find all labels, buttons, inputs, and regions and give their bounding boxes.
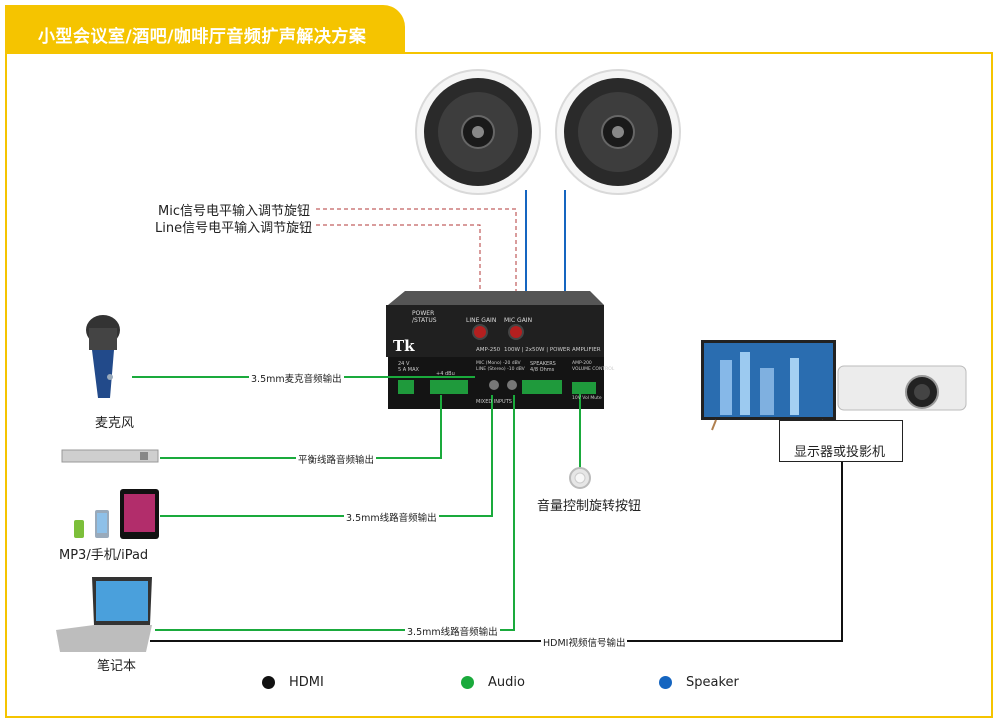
amplifier-unit [386, 291, 604, 409]
amp-model: AMP-250 [476, 347, 501, 353]
amp-vol-sub: 10V Vol Mute [572, 396, 602, 401]
legend-label-hdmi: HDMI [289, 675, 324, 690]
mic-knob-annotation: Mic信号电平输入调节旋钮 [158, 204, 310, 219]
display-icon [701, 340, 836, 431]
projector-icon [837, 365, 967, 411]
display-label: 显示器或投影机 [794, 445, 886, 460]
rack-unit-icon [61, 449, 159, 463]
volume-knob-icon [569, 467, 591, 489]
page-title: 小型会议室/酒吧/咖啡厅音频扩声解决方案 [38, 27, 367, 47]
title-tab: 小型会议室/酒吧/咖啡厅音频扩声解决方案 [5, 5, 405, 52]
mic-label: 麦克风 [95, 416, 135, 431]
legend-item-hdmi: HDMI [262, 675, 324, 690]
line-jack [507, 380, 517, 390]
amp-spec: 100W | 2x50W | POWER AMPLIFIER [504, 347, 601, 353]
hdmi-cable [150, 462, 843, 642]
mobile-devices-icon [74, 489, 159, 539]
annotation-leaders [316, 208, 517, 318]
dc-terminal [398, 380, 414, 394]
mic-cable-label: 3.5mm麦克音频输出 [249, 371, 344, 385]
legend-item-audio: Audio [461, 675, 525, 690]
amp-line-gain-label: LINE GAIN [466, 317, 497, 324]
display-label-box [779, 420, 903, 462]
line-cable-label-1: 3.5mm线路音频输出 [344, 510, 439, 524]
line-knob-annotation: Line信号电平输入调节旋钮 [155, 221, 313, 236]
ceiling-speaker-left [415, 69, 541, 195]
line-cable-label-2: 3.5mm线路音频输出 [405, 624, 500, 638]
amp-plus-dbu: +4 dBu [436, 371, 455, 377]
amp-power-label: POWER/STATUS [412, 310, 437, 324]
volume-knob-annotation: 音量控制旋转按钮 [537, 499, 642, 514]
mp3-label: MP3/手机/iPad [59, 548, 149, 563]
volume-terminal [572, 382, 596, 394]
line-gain-knob [472, 324, 488, 340]
microphone-icon [86, 315, 120, 398]
legend-label-audio: Audio [488, 675, 525, 690]
amp-mic-gain-label: MIC GAIN [504, 317, 533, 324]
amp-inputs-label: MIXED INPUTS [476, 399, 512, 405]
legend-dot-speaker [659, 676, 672, 689]
legend-item-speaker: Speaker [659, 675, 739, 690]
audio-cables [132, 376, 581, 631]
mic-jack [489, 380, 499, 390]
balanced-cable-label: 平衡线路音频输出 [296, 452, 377, 466]
laptop-label: 笔记本 [97, 659, 137, 674]
amp-mic-spec: MIC (Mono) -20 dBV [476, 361, 521, 366]
hdmi-cable-label: HDMI视频信号输出 [541, 635, 628, 649]
mic-gain-knob [508, 324, 524, 340]
balanced-terminal [430, 380, 468, 394]
speaker-terminal [522, 380, 562, 394]
amp-line-spec: LINE (Stereo) -10 dBV [476, 367, 525, 372]
ceiling-speaker-right [555, 69, 681, 195]
amp-brand: Tk [393, 337, 415, 355]
legend-dot-hdmi [262, 676, 275, 689]
laptop-icon [56, 577, 152, 652]
diagram-frame [5, 52, 993, 718]
legend-label-speaker: Speaker [686, 675, 739, 690]
legend-dot-audio [461, 676, 474, 689]
